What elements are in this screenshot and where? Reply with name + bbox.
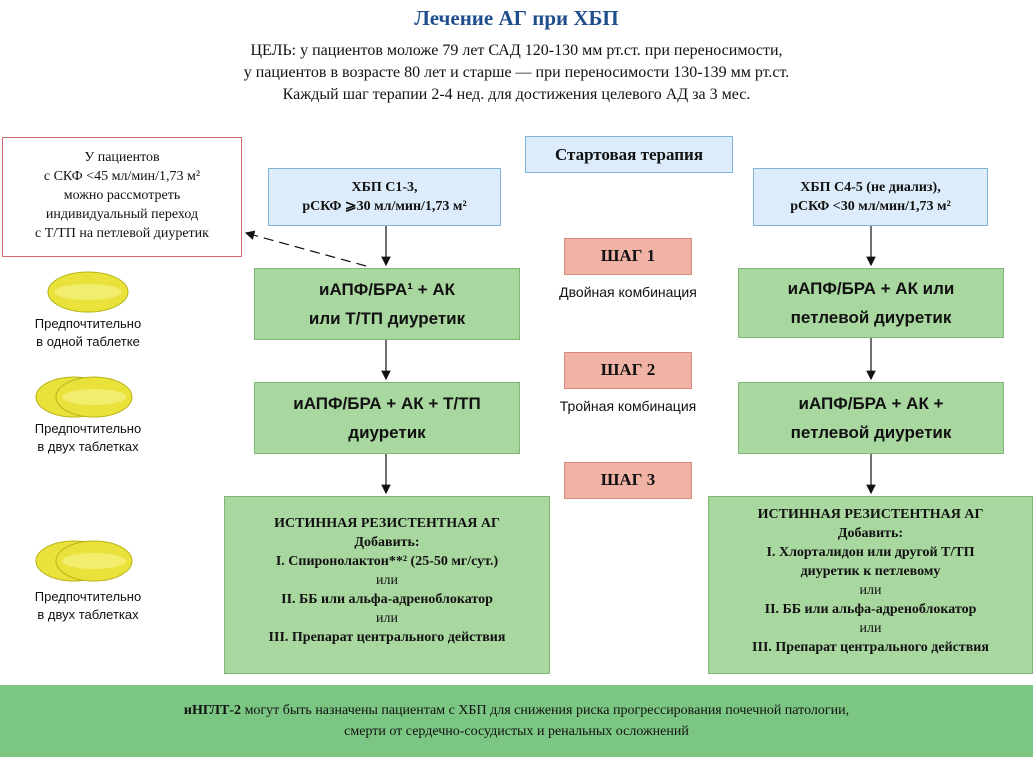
step3-badge: ШАГ 3 <box>564 462 692 499</box>
right-step3-add: Добавить: <box>837 526 904 541</box>
right-step3-item1b: диуретик к петлевому <box>800 564 941 579</box>
left-step3-or1: или <box>376 573 398 588</box>
arrow-dashed-to-note <box>244 230 367 267</box>
left-step3-item1: I. Спиронолактон**² (25-50 мг/сут.) <box>275 554 499 569</box>
step1-description: Двойная комбинация <box>559 284 697 300</box>
right-step3-item3: III. Препарат центрального действия <box>752 640 989 655</box>
left-step2-box: иАПФ/БРА + АК + Т/ТП диуретик <box>254 382 520 454</box>
footer-line-1: могут быть назначены пациентам с ХБП для… <box>241 703 850 718</box>
pill-caption-two-a-line-1: Предпочтительно <box>34 421 142 436</box>
footer-bold-term: иНГЛТ-2 <box>183 703 242 718</box>
goal-line-3: Каждый шаг терапии 2-4 нед. для достижен… <box>282 86 751 103</box>
left-step3-item3: III. Препарат центрального действия <box>268 630 506 645</box>
left-step3-add: Добавить: <box>354 535 420 550</box>
note-line-5: с Т/ТП на петлевой диуретик <box>35 226 209 241</box>
right-step3-box: ИСТИННАЯ РЕЗИСТЕНТНАЯ АГ Добавить: I. Хл… <box>708 496 1033 674</box>
left-step2-line-2: диуретик <box>348 423 426 442</box>
right-header-line-1: ХБП С4-5 (не диализ), <box>800 180 941 195</box>
pill-caption-one-line-2: в одной таблетке <box>36 334 140 349</box>
left-step1-line-1: иАПФ/БРА¹ + АК <box>319 280 455 299</box>
step2-badge: ШАГ 2 <box>564 352 692 389</box>
right-header-line-2: рСКФ <30 мл/мин/1,73 м² <box>790 199 951 214</box>
right-step3-item2: II. ББ или альфа-адреноблокатор <box>764 602 977 617</box>
left-step1-box: иАПФ/БРА¹ + АК или Т/ТП диуретик <box>254 268 520 340</box>
right-step1-box: иАПФ/БРА + АК или петлевой диуретик <box>738 268 1004 338</box>
right-step2-box: иАПФ/БРА + АК + петлевой диуретик <box>738 382 1004 454</box>
step2-description: Тройная комбинация <box>559 398 697 414</box>
goal-text: ЦЕЛЬ: у пациентов моложе 79 лет САД 120-… <box>60 40 973 106</box>
left-step3-title: ИСТИННАЯ РЕЗИСТЕНТНАЯ АГ <box>274 516 500 531</box>
pill-caption-two-a-line-2: в двух таблетках <box>37 439 139 454</box>
note-box: У пациентов с СКФ <45 мл/мин/1,73 м² мож… <box>2 137 242 257</box>
pill-caption-two-b-line-2: в двух таблетках <box>37 607 139 622</box>
pill-caption-two-b-line-1: Предпочтительно <box>34 589 142 604</box>
right-step3-or1: или <box>859 583 882 598</box>
left-step1-line-2: или Т/ТП диуретик <box>308 309 466 328</box>
right-step1-line-2: петлевой диуретик <box>790 308 952 327</box>
start-therapy-box: Стартовая терапия <box>525 136 733 173</box>
pill-caption-one-line-1: Предпочтительно <box>34 316 142 331</box>
note-line-2: с СКФ <45 мл/мин/1,73 м² <box>43 169 201 184</box>
left-step3-item2: II. ББ или альфа-адреноблокатор <box>281 592 493 607</box>
pill-caption-two-b: Предпочтительно в двух таблетках <box>13 588 163 624</box>
right-branch-header: ХБП С4-5 (не диализ), рСКФ <30 мл/мин/1,… <box>753 168 988 226</box>
two-pills-icon <box>35 540 133 582</box>
right-step2-line-2: петлевой диуретик <box>790 423 952 442</box>
single-pill-icon <box>47 271 129 313</box>
pill-caption-one: Предпочтительно в одной таблетке <box>13 315 163 351</box>
right-step1-line-1: иАПФ/БРА + АК или <box>787 279 955 298</box>
right-step3-title: ИСТИННАЯ РЕЗИСТЕНТНАЯ АГ <box>757 507 984 522</box>
left-header-line-2: рСКФ ⩾30 мл/мин/1,73 м² <box>302 199 467 214</box>
pill-caption-two-a: Предпочтительно в двух таблетках <box>13 420 163 456</box>
footer-note: иНГЛТ-2 могут быть назначены пациентам с… <box>0 685 1033 757</box>
left-header-line-1: ХБП С1-3, <box>351 180 418 195</box>
goal-line-2: у пациентов в возрасте 80 лет и старше —… <box>243 64 790 81</box>
goal-line-1: ЦЕЛЬ: у пациентов моложе 79 лет САД 120-… <box>250 42 783 59</box>
left-step2-line-1: иАПФ/БРА + АК + Т/ТП <box>293 394 481 413</box>
right-step3-item1: I. Хлорталидон или другой Т/ТП <box>766 545 975 560</box>
step1-badge: ШАГ 1 <box>564 238 692 275</box>
right-step3-or2: или <box>859 621 882 636</box>
right-step2-line-1: иАПФ/БРА + АК + <box>798 394 944 413</box>
footer-line-2: смерти от сердечно-сосудистых и ренальны… <box>344 724 689 739</box>
note-line-1: У пациентов <box>84 150 160 165</box>
left-step3-or2: или <box>376 611 398 626</box>
left-branch-header: ХБП С1-3, рСКФ ⩾30 мл/мин/1,73 м² <box>268 168 501 226</box>
note-line-4: индивидуальный переход <box>45 207 199 222</box>
page-title: Лечение АГ при ХБП <box>414 6 619 30</box>
left-step3-box: ИСТИННАЯ РЕЗИСТЕНТНАЯ АГ Добавить: I. Сп… <box>224 496 550 674</box>
note-line-3: можно рассмотреть <box>63 188 181 203</box>
two-pills-icon <box>35 376 133 418</box>
